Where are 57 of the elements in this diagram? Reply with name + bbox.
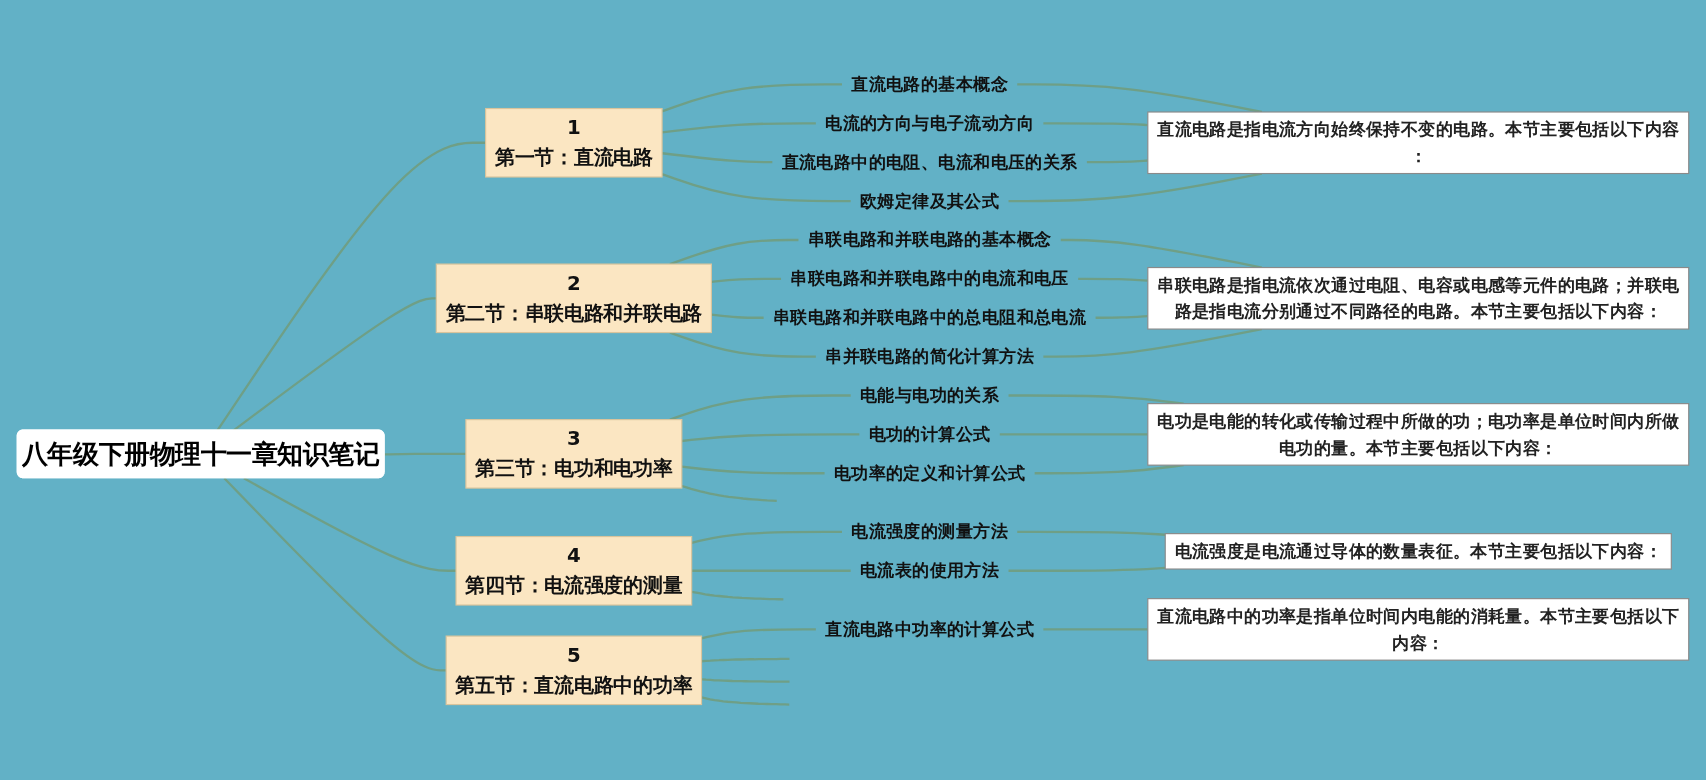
branch-line [701, 678, 790, 683]
summary-box: 电功是电能的转化或传输过程中所做的功；电功率是单位时间内所做电功的量。本节主要包括以下内容： [1147, 403, 1690, 466]
branch-line [1095, 314, 1148, 319]
subtopic-text: 电能与电功的关系 [859, 384, 1000, 406]
branch-line [669, 238, 799, 266]
branch-line [681, 484, 777, 502]
branch-line [243, 477, 457, 572]
subtopic-text: 直流电路的基本概念 [851, 73, 1008, 95]
branch-line [681, 465, 825, 475]
subtopic-text: 电流的方向与电子流动方向 [825, 112, 1035, 134]
subtopic-text: 串联电路和并联电路中的电流和电压 [790, 268, 1069, 289]
subtopic-text: 直流电路中功率的计算公式 [825, 618, 1035, 640]
subtopic-text: 串并联电路的简化计算方法 [825, 345, 1035, 367]
branch-line [701, 696, 790, 706]
branch-line [999, 433, 1148, 436]
branch-line [691, 590, 784, 601]
branch-line [1008, 566, 1166, 572]
branch-line [661, 173, 851, 203]
branch-line [691, 530, 842, 544]
summary-box: 串联电路是指电流依次通过电阻、电容或电感等元件的电路；并联电路是指电流分别通过不同路径的电路。本节主要包括以下内容： [1147, 266, 1690, 330]
branch-line [691, 569, 851, 572]
branch-line [1086, 159, 1148, 164]
branch-line [1043, 122, 1148, 127]
section-box: 2 第二节：串联电路和并联电路 [435, 263, 712, 334]
branch-line [232, 297, 437, 432]
subtopic-text: 欧姆定律及其公式 [859, 190, 1000, 212]
subtopic-text: 电功率的定义和计算公式 [833, 462, 1026, 484]
root-topic-box: 八年级下册物理十一章知识笔记 [16, 429, 385, 479]
section-box: 4 第四节：电流强度的测量 [455, 535, 693, 606]
branch-line [669, 331, 816, 358]
branch-line [681, 433, 860, 443]
subtopic-text: 电流强度的测量方法 [851, 521, 1008, 543]
section-box: 3 第三节：电功和电功率 [465, 419, 683, 489]
subtopic-text: 电流表的使用方法 [859, 560, 1000, 581]
summary-box: 直流电路是指电流方向始终保持不变的电路。本节主要包括以下内容： [1147, 111, 1690, 175]
branch-line [223, 477, 447, 672]
section-box: 5 第五节：直流电路中的功率 [445, 635, 703, 706]
branch-line [216, 141, 486, 432]
branch-line [701, 628, 816, 640]
branch-line [1043, 628, 1148, 631]
branch-line [1078, 277, 1148, 282]
summary-box: 电流强度是电流通过导体的数量表征。本节主要包括以下内容： [1164, 533, 1672, 570]
branch-line [1017, 530, 1166, 536]
branch-line [1008, 172, 1263, 203]
subtopic-text: 直流电路中的电阻、电流和电压的关系 [781, 151, 1078, 173]
subtopic-text: 串联电路和并联电路的基本概念 [807, 229, 1052, 251]
subtopic-text: 串联电路和并联电路中的总电阻和总电流 [772, 307, 1087, 328]
branch-line [701, 657, 790, 663]
branch-line [711, 277, 782, 284]
section-box: 1 第一节：直流电路 [485, 107, 663, 178]
branch-line [661, 83, 842, 113]
branch-line [384, 452, 466, 456]
summary-box: 直流电路中的功率是指单位时间内电能的消耗量。本节主要包括以下内容： [1147, 598, 1690, 661]
branch-line [669, 394, 851, 421]
branch-line [711, 313, 764, 319]
subtopic-text: 电功的计算公式 [868, 423, 991, 445]
branch-line [1017, 83, 1263, 114]
